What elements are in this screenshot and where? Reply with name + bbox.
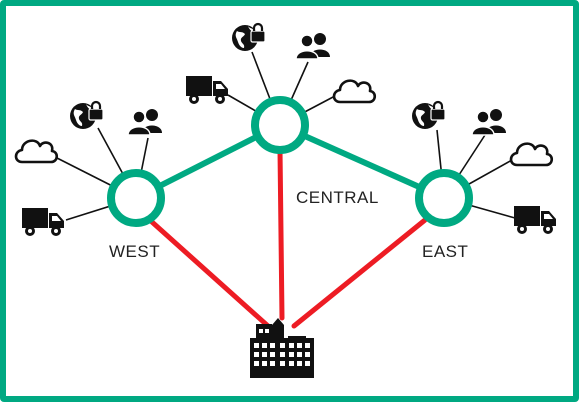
globe-lock-icon [68, 100, 105, 131]
uplink-central [277, 147, 285, 321]
hub-label-west: WEST [109, 242, 161, 261]
uplink-lines [149, 147, 428, 329]
uplink-west [149, 219, 271, 329]
office-building-icon [250, 318, 314, 378]
cloud-icon [509, 142, 554, 167]
users-icon [471, 108, 507, 136]
truck-icon [22, 208, 64, 236]
hub-link-central-east [278, 122, 446, 201]
hub-label-east: EAST [422, 242, 469, 261]
hub-east [415, 169, 473, 227]
cloud-icon [332, 79, 377, 104]
users-icon [127, 108, 163, 136]
users-icon [295, 32, 331, 60]
truck-icon [514, 206, 556, 234]
hub-central [251, 96, 309, 154]
hub-nodes [107, 96, 473, 227]
globe-lock-icon [410, 100, 447, 131]
truck-icon [186, 76, 228, 104]
hub-west [107, 169, 165, 227]
cloud-icon [14, 139, 59, 164]
globe-lock-icon [230, 22, 267, 53]
network-diagram [14, 22, 556, 378]
uplink-east [291, 217, 428, 329]
hub-label-central: CENTRAL [296, 188, 379, 207]
